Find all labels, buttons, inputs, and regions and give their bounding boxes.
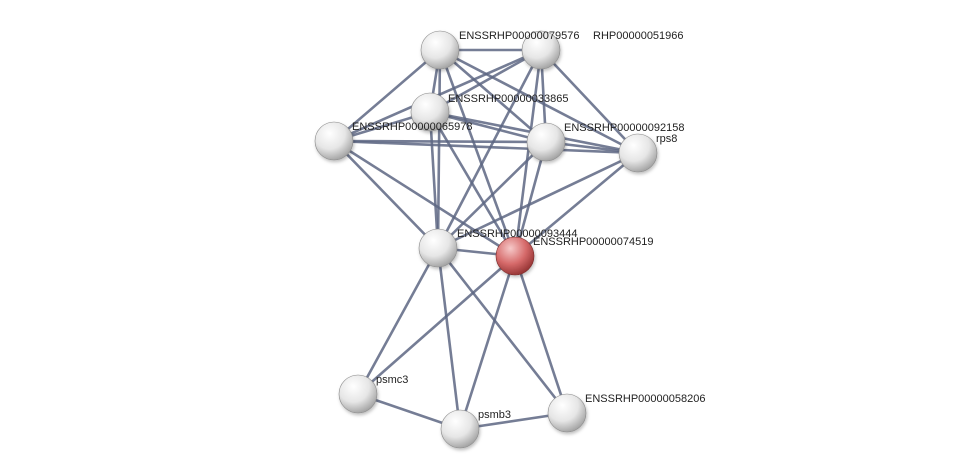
- edge-ENSSRHP00000074519-psmb3: [458, 254, 517, 431]
- node-ENSSRHP00000093444[interactable]: [418, 228, 458, 268]
- edge-ENSSRHP00000092158-ENSSRHP00000074519: [513, 140, 548, 258]
- edge-ENSSRHP00000033865-ENSSRHP00000074519: [428, 110, 517, 258]
- node-psmb3[interactable]: [440, 409, 480, 449]
- edge-ENSSRHP00000092158-ENSSRHP00000093444: [436, 140, 548, 250]
- edge-ENSSRHP00000079576-ENSSRHP00000074519: [438, 48, 517, 258]
- edge-rps8-ENSSRHP00000074519: [513, 151, 640, 258]
- node-ENSSRHP00000065978[interactable]: [314, 121, 354, 161]
- edge-ENSSRHP00000033865-ENSSRHP00000093444: [428, 110, 440, 250]
- edge-ENSSRHP00000051966-ENSSRHP00000074519: [513, 48, 543, 258]
- edge-ENSSRHP00000074519-ENSSRHP00000058206: [513, 254, 569, 415]
- nodes-layer: [314, 30, 658, 449]
- node-label-ENSSRHP00000058206: ENSSRHP00000058206: [585, 393, 705, 405]
- node-label-rps8: rps8: [656, 133, 677, 145]
- node-label-ENSSRHP00000092158: ENSSRHP00000092158: [564, 122, 684, 134]
- node-label-psmc3: psmc3: [376, 374, 408, 386]
- node-label-ENSSRHP00000051966: RHP00000051966: [593, 30, 684, 42]
- node-ENSSRHP00000074519[interactable]: [495, 236, 535, 276]
- node-ENSSRHP00000033865[interactable]: [410, 92, 450, 132]
- node-psmc3[interactable]: [338, 374, 378, 414]
- edge-ENSSRHP00000051966-ENSSRHP00000093444: [436, 48, 543, 250]
- node-ENSSRHP00000051966[interactable]: [521, 30, 561, 70]
- edge-rps8-ENSSRHP00000093444: [436, 151, 640, 250]
- node-ENSSRHP00000079576[interactable]: [420, 30, 460, 70]
- node-label-ENSSRHP00000033865: ENSSRHP00000033865: [448, 93, 568, 105]
- node-label-ENSSRHP00000065978: ENSSRHP00000065978: [352, 121, 472, 133]
- node-label-ENSSRHP00000074519: ENSSRHP00000074519: [533, 236, 653, 248]
- edge-ENSSRHP00000051966-rps8: [539, 48, 640, 155]
- edge-ENSSRHP00000065978-rps8: [332, 139, 640, 155]
- labels-layer: ENSSRHP00000079576 RHP00000051966ENSSRHP0…: [352, 30, 705, 421]
- node-label-ENSSRHP00000093444: ENSSRHP00000093444: [457, 228, 577, 240]
- node-ENSSRHP00000092158[interactable]: [526, 122, 566, 162]
- node-ENSSRHP00000058206[interactable]: [547, 393, 587, 433]
- edge-ENSSRHP00000065978-ENSSRHP00000074519: [332, 139, 517, 258]
- edge-ENSSRHP00000051966-ENSSRHP00000033865: [428, 48, 543, 114]
- node-label-psmb3: psmb3: [478, 409, 511, 421]
- edge-ENSSRHP00000079576-ENSSRHP00000093444: [436, 48, 442, 250]
- node-label-ENSSRHP00000079576: ENSSRHP00000079576: [459, 30, 579, 42]
- edge-ENSSRHP00000065978-ENSSRHP00000093444: [332, 139, 440, 250]
- node-rps8[interactable]: [618, 133, 658, 173]
- edge-ENSSRHP00000093444-psmb3: [436, 246, 462, 431]
- edge-ENSSRHP00000093444-ENSSRHP00000058206: [436, 246, 569, 415]
- edge-ENSSRHP00000074519-psmc3: [356, 254, 517, 396]
- edge-ENSSRHP00000079576-rps8: [438, 48, 640, 155]
- edge-ENSSRHP00000079576-ENSSRHP00000092158: [438, 48, 548, 144]
- edge-ENSSRHP00000093444-psmc3: [356, 246, 440, 396]
- edge-ENSSRHP00000079576-ENSSRHP00000065978: [332, 48, 442, 143]
